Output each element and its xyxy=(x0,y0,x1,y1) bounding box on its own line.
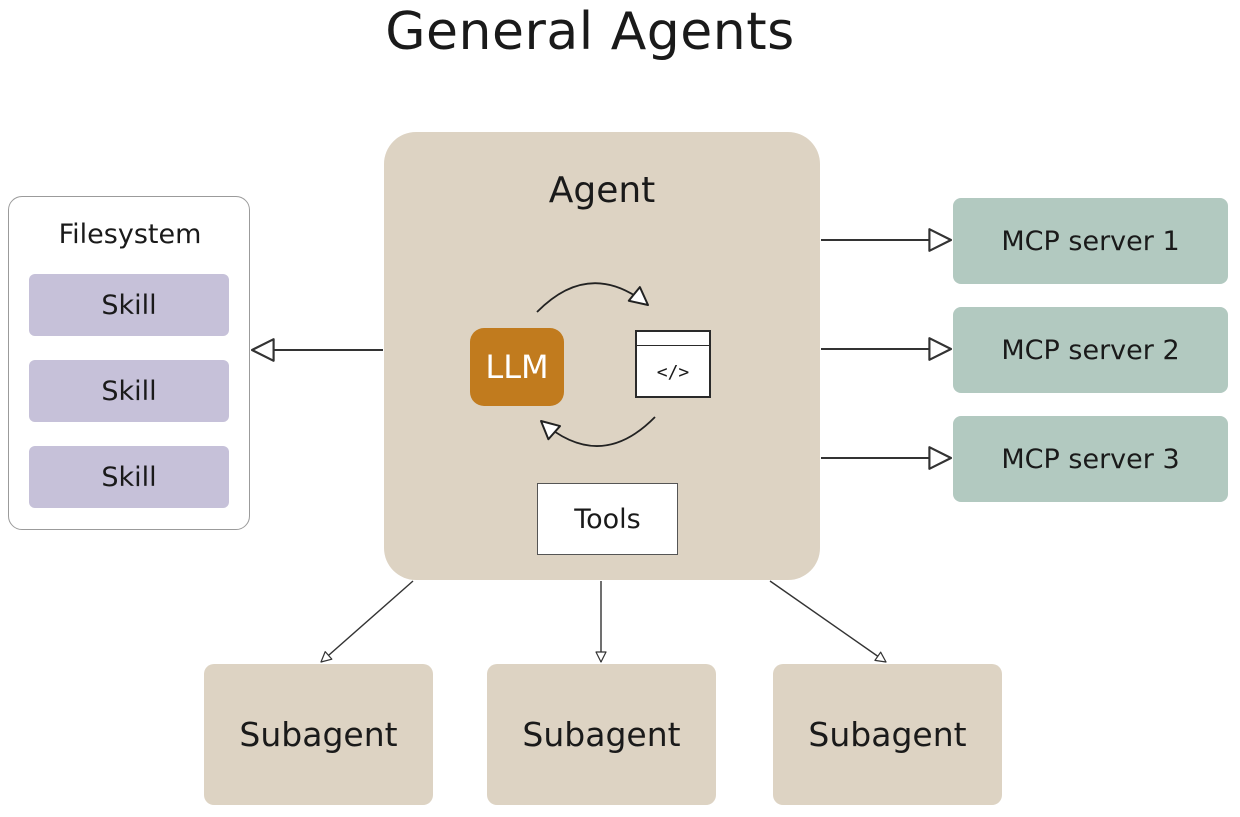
cycle-arrow-top xyxy=(536,282,649,313)
subagent-1: Subagent xyxy=(204,664,433,805)
arrow-agent-to-subagent-1 xyxy=(320,580,414,663)
subagent-2: Subagent xyxy=(487,664,716,805)
llm-box: LLM xyxy=(470,328,564,406)
subagent-3: Subagent xyxy=(773,664,1002,805)
cycle-arrow-bottom xyxy=(540,416,656,447)
mcp-server-1: MCP server 1 xyxy=(953,198,1228,284)
agent-label: Agent xyxy=(548,170,656,211)
filesystem-label: Filesystem xyxy=(58,219,202,250)
mcp-server-3: MCP server 3 xyxy=(953,416,1228,502)
mcp-server-2: MCP server 2 xyxy=(953,307,1228,393)
agent-box: Agent LLM </> Tools xyxy=(384,132,820,580)
window-title-bar xyxy=(637,332,709,346)
skill-box-1: Skill xyxy=(29,274,229,336)
filesystem-panel: Filesystem Skill Skill Skill xyxy=(8,196,250,530)
skill-box-2: Skill xyxy=(29,360,229,422)
skill-box-3: Skill xyxy=(29,446,229,508)
tools-box: Tools xyxy=(537,483,678,555)
code-window-icon: </> xyxy=(635,330,711,398)
code-glyph: </> xyxy=(656,361,690,383)
arrow-agent-to-subagent-3 xyxy=(769,580,887,663)
diagram-title: General Agents xyxy=(385,2,795,62)
